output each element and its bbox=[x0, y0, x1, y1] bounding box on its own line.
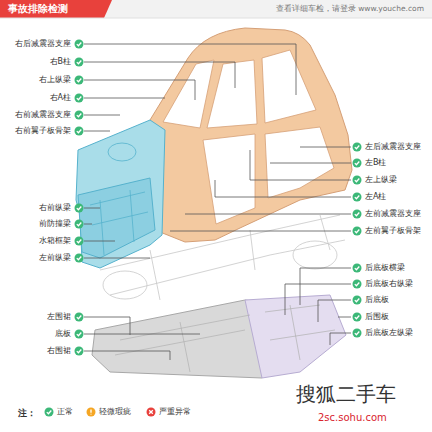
legend-swatch bbox=[87, 408, 96, 417]
part-label: 右前翼子板骨架 bbox=[15, 126, 71, 136]
leader-lines bbox=[84, 44, 351, 360]
part-label: 底板 bbox=[55, 329, 71, 339]
part-label: 左围裙 bbox=[47, 312, 71, 322]
legend-swatch bbox=[147, 408, 156, 417]
part-label: 右A柱 bbox=[50, 93, 71, 103]
part-label: 右前减震器支座 bbox=[15, 110, 71, 120]
body-openings bbox=[163, 50, 334, 224]
part-label: 后围板 bbox=[365, 312, 389, 322]
part-label: 右前纵梁 bbox=[39, 203, 71, 213]
status-icons bbox=[75, 40, 362, 356]
legend-icon bbox=[146, 407, 156, 417]
legend-symbol bbox=[47, 411, 52, 414]
part-label: 右B柱 bbox=[50, 57, 72, 67]
header-tab bbox=[0, 0, 112, 18]
legend-icon bbox=[44, 407, 54, 417]
part-label: 左B柱 bbox=[365, 158, 387, 168]
header-link: 查看详细车检，请登录 www.youche.com bbox=[276, 4, 424, 13]
legend-icon bbox=[86, 407, 96, 417]
front-frame-lines bbox=[90, 143, 148, 255]
part-label: 右后减震器支座 bbox=[15, 39, 71, 49]
header-title: 事故排除检测 bbox=[8, 3, 68, 14]
body-shell bbox=[150, 28, 352, 242]
part-label: 后底板横梁 bbox=[365, 263, 405, 273]
legend-swatch bbox=[45, 408, 54, 417]
part-label: 左A柱 bbox=[365, 192, 386, 202]
legend-text: 轻微瑕疵 bbox=[99, 407, 131, 417]
front-structure bbox=[76, 120, 165, 268]
legend-text: 正常 bbox=[57, 407, 73, 417]
part-label: 左后减震器支座 bbox=[365, 142, 421, 152]
legend-symbol bbox=[90, 410, 91, 415]
watermark: 搜狐二手车 bbox=[296, 382, 396, 406]
legend-note: 注： bbox=[18, 408, 36, 418]
rear-floor bbox=[245, 295, 346, 378]
part-label: 后底板左纵梁 bbox=[365, 328, 413, 338]
part-label: 左前翼子板骨架 bbox=[365, 226, 421, 236]
part-label: 右上纵梁 bbox=[39, 75, 71, 85]
legend-item: 轻微瑕疵 bbox=[86, 407, 131, 417]
part-label: 右围裙 bbox=[47, 346, 71, 356]
part-label: 前防撞梁 bbox=[39, 219, 71, 229]
header-rule bbox=[0, 18, 432, 19]
part-label: 左上纵梁 bbox=[365, 175, 397, 185]
part-label: 左前纵梁 bbox=[39, 253, 71, 263]
legend-text: 严重异常 bbox=[159, 407, 191, 417]
part-label: 后底板 bbox=[365, 295, 389, 305]
header-band bbox=[0, 0, 432, 18]
floor-ribs bbox=[115, 305, 335, 372]
part-label: 后底板右纵梁 bbox=[365, 279, 413, 289]
front-bumper bbox=[78, 178, 155, 258]
watermark-url: 2sc.sohu.com bbox=[318, 412, 387, 424]
part-label: 水箱框架 bbox=[39, 236, 71, 246]
part-label: 左前减震器支座 bbox=[365, 209, 421, 219]
legend-item: 正常 bbox=[44, 407, 73, 417]
legend-item: 严重异常 bbox=[146, 407, 191, 417]
legend-symbol bbox=[149, 410, 153, 414]
